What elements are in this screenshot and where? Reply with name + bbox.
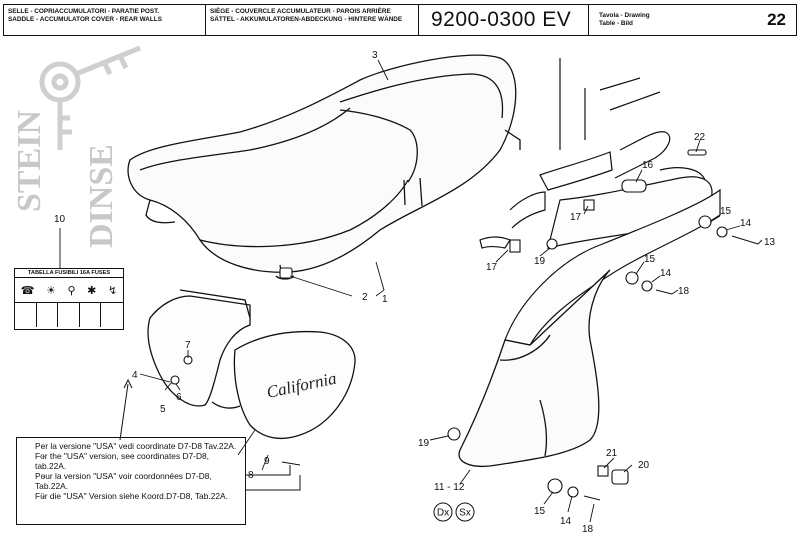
grommet-19b-icon (447, 427, 461, 441)
sx-circle (455, 502, 475, 522)
title-fr-de-1: SIÈGE - COUVERCLE ACCUMULATEUR - PAROIS … (210, 8, 391, 15)
key-icon: ⚲ (67, 284, 76, 297)
callout-1: 1 (382, 294, 388, 305)
bolt-18a-icon (655, 289, 673, 295)
callout-22: 22 (694, 132, 706, 143)
fuse-label-grid (15, 303, 123, 327)
table-label-2: Table - Bild (599, 20, 633, 27)
bolt-18b-icon (583, 495, 601, 501)
usa-version-note: Per la versione "USA" vedi coordinate D7… (16, 437, 246, 525)
nut-14b-icon (641, 280, 653, 292)
callout-13: 13 (764, 237, 776, 248)
title-fr-de-2: SÄTTEL - AKKUMULATOREN-ABDECKUNG - HINTE… (210, 16, 403, 23)
callout-17a: 17 (486, 262, 498, 273)
fuse-label-title: TABELLA FUSIBILI 16A FUSES (15, 269, 123, 278)
rubber-20-icon (611, 469, 629, 485)
note-line-de: Für die "USA" Version siehe Koord.D7-D8,… (35, 491, 240, 501)
table-labels: Tavola - Drawing Table - Bild (599, 12, 650, 28)
watermark-text-1: STEIN (11, 110, 48, 212)
battery-cover-part (147, 289, 356, 439)
hardware-parts (170, 149, 759, 501)
side-markers: Dx Sx (433, 502, 475, 522)
callout-15a: 15 (720, 206, 732, 217)
dx-circle (433, 502, 453, 522)
callout-17b: 17 (570, 212, 582, 223)
callout-14c: 14 (560, 516, 572, 527)
title-it-en-2: SADDLE - ACCUMULATOR COVER - REAR WALLS (8, 16, 162, 23)
horn-icon: ☎ (20, 284, 35, 297)
washer-15a-icon (698, 215, 712, 229)
fan-icon: ✱ (87, 284, 97, 297)
lightning-icon: ↯ (107, 284, 118, 297)
watermark: STEIN DINSE (11, 45, 141, 248)
title-block: SELLE - COPRIACCUMULATORI - PARATIE POST… (3, 4, 797, 36)
clip-17a-icon (509, 239, 521, 253)
dx-label: Dx (437, 508, 449, 519)
callout-18a: 18 (678, 286, 690, 297)
washer-15c-icon (547, 478, 563, 494)
callouts: 3 2 1 10 4 5 6 7 8 9 22 16 15 14 13 15 1… (54, 50, 776, 535)
title-it-en-1: SELLE - COPRIACCUMULATORI - PARATIE POST… (8, 8, 160, 15)
callout-20: 20 (638, 460, 650, 471)
callout-11-12: 11 - 12 (434, 482, 465, 493)
callout-2: 2 (362, 292, 368, 303)
callout-21: 21 (606, 448, 618, 459)
title-block-mid: SIÈGE - COUVERCLE ACCUMULATEUR - PAROIS … (206, 5, 419, 35)
spacer-21-icon (597, 465, 609, 477)
callout-5: 5 (160, 404, 166, 415)
washer-15b-icon (625, 271, 639, 285)
callout-3: 3 (372, 50, 378, 61)
table-label-1: Tavola - Drawing (599, 12, 650, 19)
saddle-part (127, 54, 521, 280)
table-number: 22 (767, 10, 786, 29)
grommet-19a-icon (546, 238, 558, 250)
side-wall-part (458, 269, 611, 468)
callout-8: 8 (248, 470, 254, 481)
lamp-icon: ☀ (46, 284, 56, 297)
note-line-it: Per la versione "USA" vedi coordinate D7… (35, 441, 240, 451)
callout-9: 9 (264, 456, 270, 467)
key-logo-icon (39, 45, 141, 150)
sx-label: Sx (459, 508, 471, 519)
callout-14a: 14 (740, 218, 752, 229)
table-cell: Tavola - Drawing Table - Bild 22 (589, 5, 796, 35)
callout-19a: 19 (534, 256, 546, 267)
callout-10: 10 (54, 214, 66, 225)
note-arrows (119, 378, 301, 491)
spacer-16-icon (621, 179, 647, 193)
pin-22-icon (687, 149, 707, 156)
bolt-13-icon (731, 235, 759, 245)
note-line-en: For the "USA" version, see coordinates D… (35, 451, 240, 471)
title-block-left: SELLE - COPRIACCUMULATORI - PARATIE POST… (4, 5, 206, 35)
washer-icon (170, 375, 180, 385)
callout-6: 6 (176, 392, 182, 403)
leader-lines (59, 59, 763, 523)
callout-15b: 15 (644, 254, 656, 265)
callout-16: 16 (642, 160, 654, 171)
note-line-fr: Pour la version "USA" voir coordonnées D… (35, 471, 240, 491)
callout-15c: 15 (534, 506, 546, 517)
callout-7: 7 (185, 340, 191, 351)
rubber-mount-icon (279, 267, 293, 279)
nut-14a-icon (716, 226, 728, 238)
callout-18b: 18 (582, 524, 594, 535)
callout-4: 4 (132, 370, 138, 381)
watermark-text-2: DINSE (83, 144, 120, 248)
fuse-label-icons: ☎ ☀ ⚲ ✱ ↯ (15, 278, 123, 303)
fuse-label-part: TABELLA FUSIBILI 16A FUSES ☎ ☀ ⚲ ✱ ↯ (14, 268, 124, 330)
callout-19b: 19 (418, 438, 430, 449)
nut-14c-icon (567, 486, 579, 498)
clip-17b-icon (583, 199, 595, 211)
callout-14b: 14 (660, 268, 672, 279)
drawing-code: 9200-0300 EV (419, 5, 589, 35)
